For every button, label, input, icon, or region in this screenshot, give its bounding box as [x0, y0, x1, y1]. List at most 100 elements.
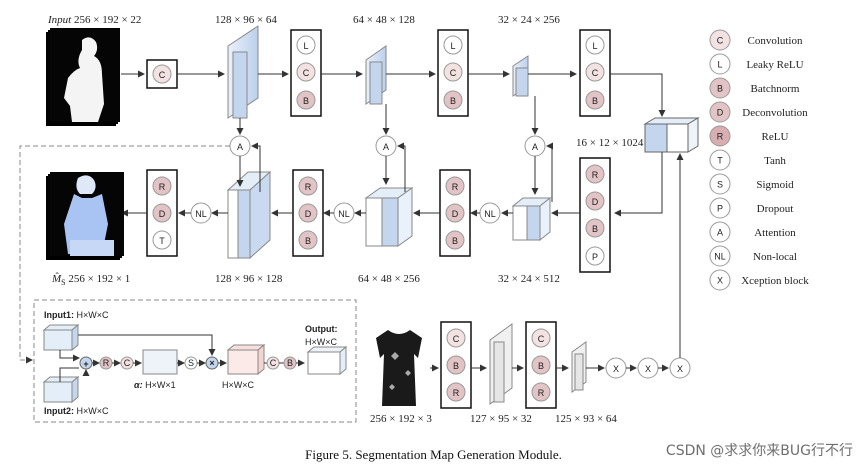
- svg-text:NL: NL: [338, 209, 350, 219]
- svg-text:B: B: [452, 236, 458, 246]
- op-conv-letter: C: [159, 70, 166, 80]
- legend-label: Tanh: [764, 155, 786, 167]
- legend-letter: A: [717, 228, 723, 238]
- enc3-dims: 32 × 24 × 256: [498, 14, 560, 26]
- svg-text:D: D: [305, 209, 312, 219]
- svg-text:C: C: [303, 68, 310, 78]
- legend-symbol-d: [709, 101, 731, 123]
- enc1-feature-map: [227, 25, 259, 119]
- svg-text:×: ×: [209, 358, 214, 368]
- svg-text:R: R: [452, 182, 459, 192]
- inset-mid-dims: H×W×C: [222, 380, 255, 390]
- legend-label: Batchnorm: [751, 83, 800, 95]
- svg-text:A: A: [237, 142, 243, 152]
- legend-letter: X: [717, 276, 723, 286]
- svg-text:B: B: [592, 96, 598, 106]
- figure-caption: Figure 5. Segmentation Map Generation Mo…: [305, 447, 562, 462]
- svg-text:D: D: [592, 197, 599, 207]
- legend-symbol-r: [709, 125, 731, 147]
- svg-text:L: L: [450, 41, 455, 51]
- inset-input1-label: Input1: H×W×C: [44, 310, 109, 320]
- svg-text:R: R: [103, 358, 110, 368]
- legend-label: Attention: [754, 227, 796, 239]
- legend-symbol-a: [709, 221, 731, 243]
- output-label: M̂S 256 × 192 × 1: [51, 272, 130, 287]
- enc1-dims: 128 × 96 × 64: [215, 14, 277, 26]
- legend-label: Deconvolution: [742, 107, 808, 119]
- svg-text:X: X: [613, 364, 619, 374]
- svg-text:A: A: [532, 142, 538, 152]
- legend-letter: C: [717, 36, 724, 46]
- svg-text:T: T: [159, 236, 165, 246]
- svg-text:A: A: [383, 142, 389, 152]
- inset-input1-cube: [42, 323, 80, 352]
- svg-text:B: B: [303, 96, 309, 106]
- input-silhouette-image: [46, 28, 120, 126]
- inset-alpha-map: [142, 349, 178, 375]
- dec1-dims: 128 × 96 × 128: [215, 273, 283, 285]
- legend-label: Dropout: [757, 203, 794, 215]
- dec3-dims: 32 × 24 × 512: [498, 273, 560, 285]
- svg-text:L: L: [303, 41, 308, 51]
- svg-text:C: C: [592, 68, 599, 78]
- legend-letter: L: [717, 60, 722, 70]
- svg-text:X: X: [645, 364, 651, 374]
- cloth-dims: 256 × 192 × 3: [370, 413, 432, 425]
- legend-letter: B: [717, 84, 723, 94]
- legend-letter: T: [717, 156, 723, 166]
- legend-symbol-s: [709, 173, 731, 195]
- svg-text:R: R: [592, 170, 599, 180]
- enc2-dims: 64 × 48 × 128: [353, 14, 415, 26]
- legend-symbol-nl: [709, 245, 731, 267]
- bottleneck-feature-map: [643, 117, 700, 153]
- legend-label: Xception block: [741, 275, 809, 287]
- svg-text:B: B: [450, 96, 456, 106]
- inset-mid-map: [226, 343, 266, 376]
- legend-symbol-b: [709, 77, 731, 99]
- svg-text:L: L: [592, 41, 597, 51]
- legend-label: Non-local: [753, 251, 797, 263]
- svg-text:NL: NL: [484, 209, 496, 219]
- bottleneck-dims: 16 × 12 × 1024: [576, 137, 644, 149]
- svg-text:R: R: [453, 388, 460, 398]
- op-conv: [152, 64, 172, 84]
- legend-letter: R: [717, 132, 724, 142]
- input-label: Input 256 × 192 × 22: [47, 14, 141, 26]
- svg-text:C: C: [270, 358, 277, 368]
- svg-text:B: B: [538, 361, 544, 371]
- svg-text:B: B: [592, 224, 598, 234]
- svg-text:+: +: [83, 359, 88, 369]
- legend-label: ReLU: [762, 131, 789, 143]
- legend-symbol-l: [709, 53, 731, 75]
- svg-text:R: R: [538, 388, 545, 398]
- attention-inset-box: [33, 299, 357, 423]
- legend-letter: S: [717, 180, 723, 190]
- svg-text:X: X: [677, 364, 683, 374]
- inset-alpha-label: α: H×W×1: [134, 380, 176, 390]
- legend-symbol-t: [709, 149, 731, 171]
- svg-text:C: C: [453, 334, 460, 344]
- legend-symbol-x: [709, 269, 731, 291]
- legend-letter: NL: [714, 252, 726, 262]
- dashed-connector: [19, 145, 230, 364]
- inset-output-label: Output:: [305, 324, 337, 334]
- legend-label: Convolution: [747, 35, 803, 47]
- svg-text:C: C: [124, 358, 131, 368]
- inset-output-dims: H×W×C: [305, 337, 338, 347]
- cloth-image: [370, 328, 428, 410]
- enc2-feature-map: [365, 45, 387, 105]
- legend-label: Leaky ReLU: [746, 59, 803, 71]
- dec2-dims: 64 × 48 × 256: [358, 273, 420, 285]
- legend-label: Sigmoid: [756, 179, 794, 191]
- svg-text:S: S: [188, 358, 194, 368]
- cloth-feature-map-2: [571, 341, 587, 393]
- cloth-feature-map-1: [489, 323, 513, 405]
- svg-text:R: R: [159, 182, 166, 192]
- svg-text:B: B: [287, 358, 293, 368]
- enc3-feature-map: [512, 55, 529, 97]
- svg-text:NL: NL: [195, 209, 207, 219]
- svg-text:C: C: [538, 334, 545, 344]
- cloth-dims-2: 125 × 93 × 64: [555, 413, 617, 425]
